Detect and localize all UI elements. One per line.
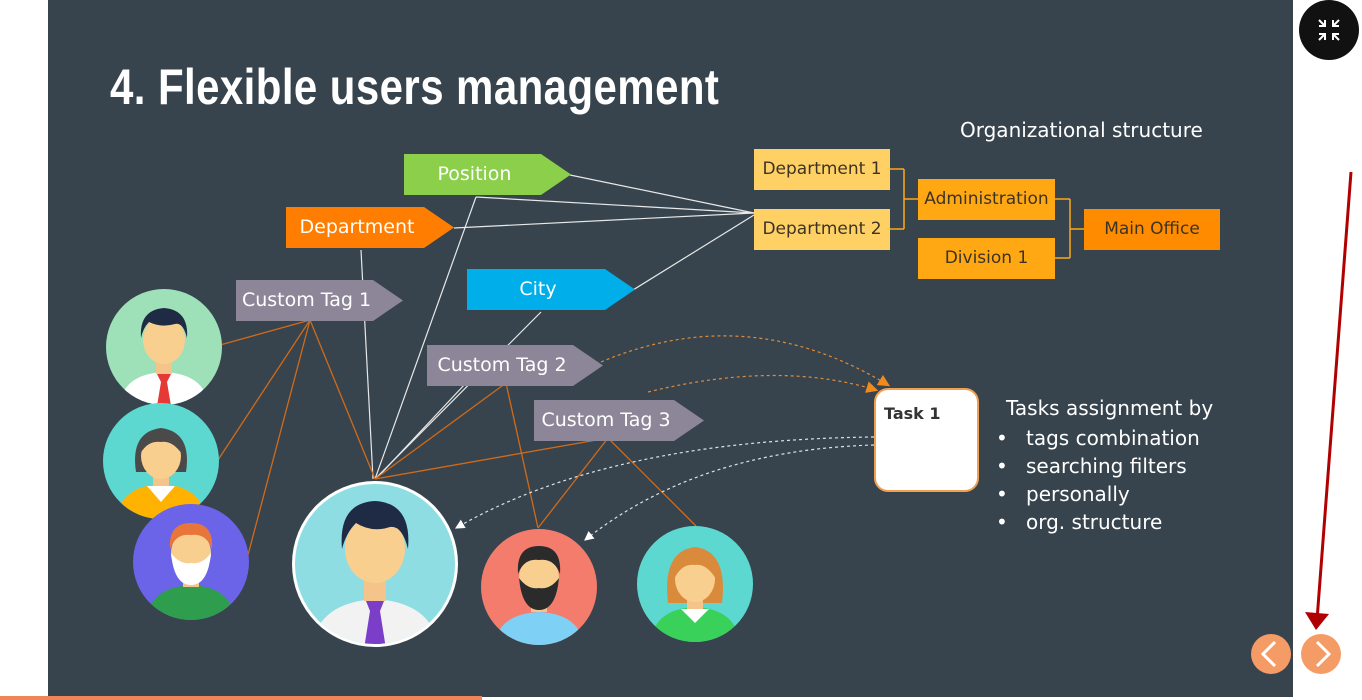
avatar-man-beard-salmon (481, 529, 597, 645)
position-tag: Position (404, 154, 571, 195)
chevron-right-icon (1315, 640, 1332, 668)
slide-progress-bar (0, 696, 482, 700)
previous-slide-button[interactable] (1251, 634, 1291, 674)
list-item: tags combination (996, 424, 1213, 452)
tasks-assignment-list: Tasks assignment by tags combination sea… (996, 396, 1213, 536)
list-item: org. structure (996, 508, 1213, 536)
red-annotation-arrow (1305, 171, 1353, 630)
org-structure-title: Organizational structure (960, 118, 1203, 142)
custom-tag-2-label: Custom Tag 2 (437, 354, 567, 376)
avatar-man-beard-green (133, 504, 249, 620)
custom-tag-1: Custom Tag 1 (236, 280, 403, 321)
main-office-box: Main Office (1084, 209, 1220, 250)
department-tag-label: Department (299, 216, 415, 238)
list-item: personally (996, 480, 1213, 508)
task-card: Task 1 (874, 388, 979, 492)
presentation-slide: 4. Flexible users management Organizatio… (48, 0, 1293, 697)
city-tag-label: City (519, 278, 557, 300)
connection-lines (217, 168, 1084, 556)
slide-title: 4. Flexible users management (110, 59, 720, 115)
department-1-box: Department 1 (754, 149, 890, 190)
administration-box: Administration (918, 179, 1055, 220)
city-tag: City (467, 269, 635, 310)
collapse-fullscreen-icon (1318, 19, 1340, 41)
custom-tag-3-label: Custom Tag 3 (541, 409, 671, 431)
next-slide-button[interactable] (1301, 634, 1341, 674)
fullscreen-button[interactable] (1299, 0, 1359, 60)
custom-tag-2: Custom Tag 2 (427, 345, 603, 386)
custom-tag-3: Custom Tag 3 (534, 400, 704, 441)
custom-tag-1-label: Custom Tag 1 (241, 289, 372, 311)
department-2-box: Department 2 (754, 209, 890, 250)
avatar-man-red-tie (106, 289, 222, 405)
department-tag: Department (286, 207, 454, 248)
tasks-assignment-heading: Tasks assignment by (1006, 396, 1214, 420)
chevron-left-icon (1260, 640, 1277, 668)
avatar-woman-green (637, 526, 753, 642)
position-tag-label: Position (437, 163, 512, 185)
division-1-box: Division 1 (918, 238, 1055, 279)
list-item: searching filters (996, 452, 1213, 480)
avatar-main-person (292, 481, 458, 647)
task-label: Task 1 (884, 404, 941, 423)
avatar-woman-yellow (103, 403, 219, 519)
